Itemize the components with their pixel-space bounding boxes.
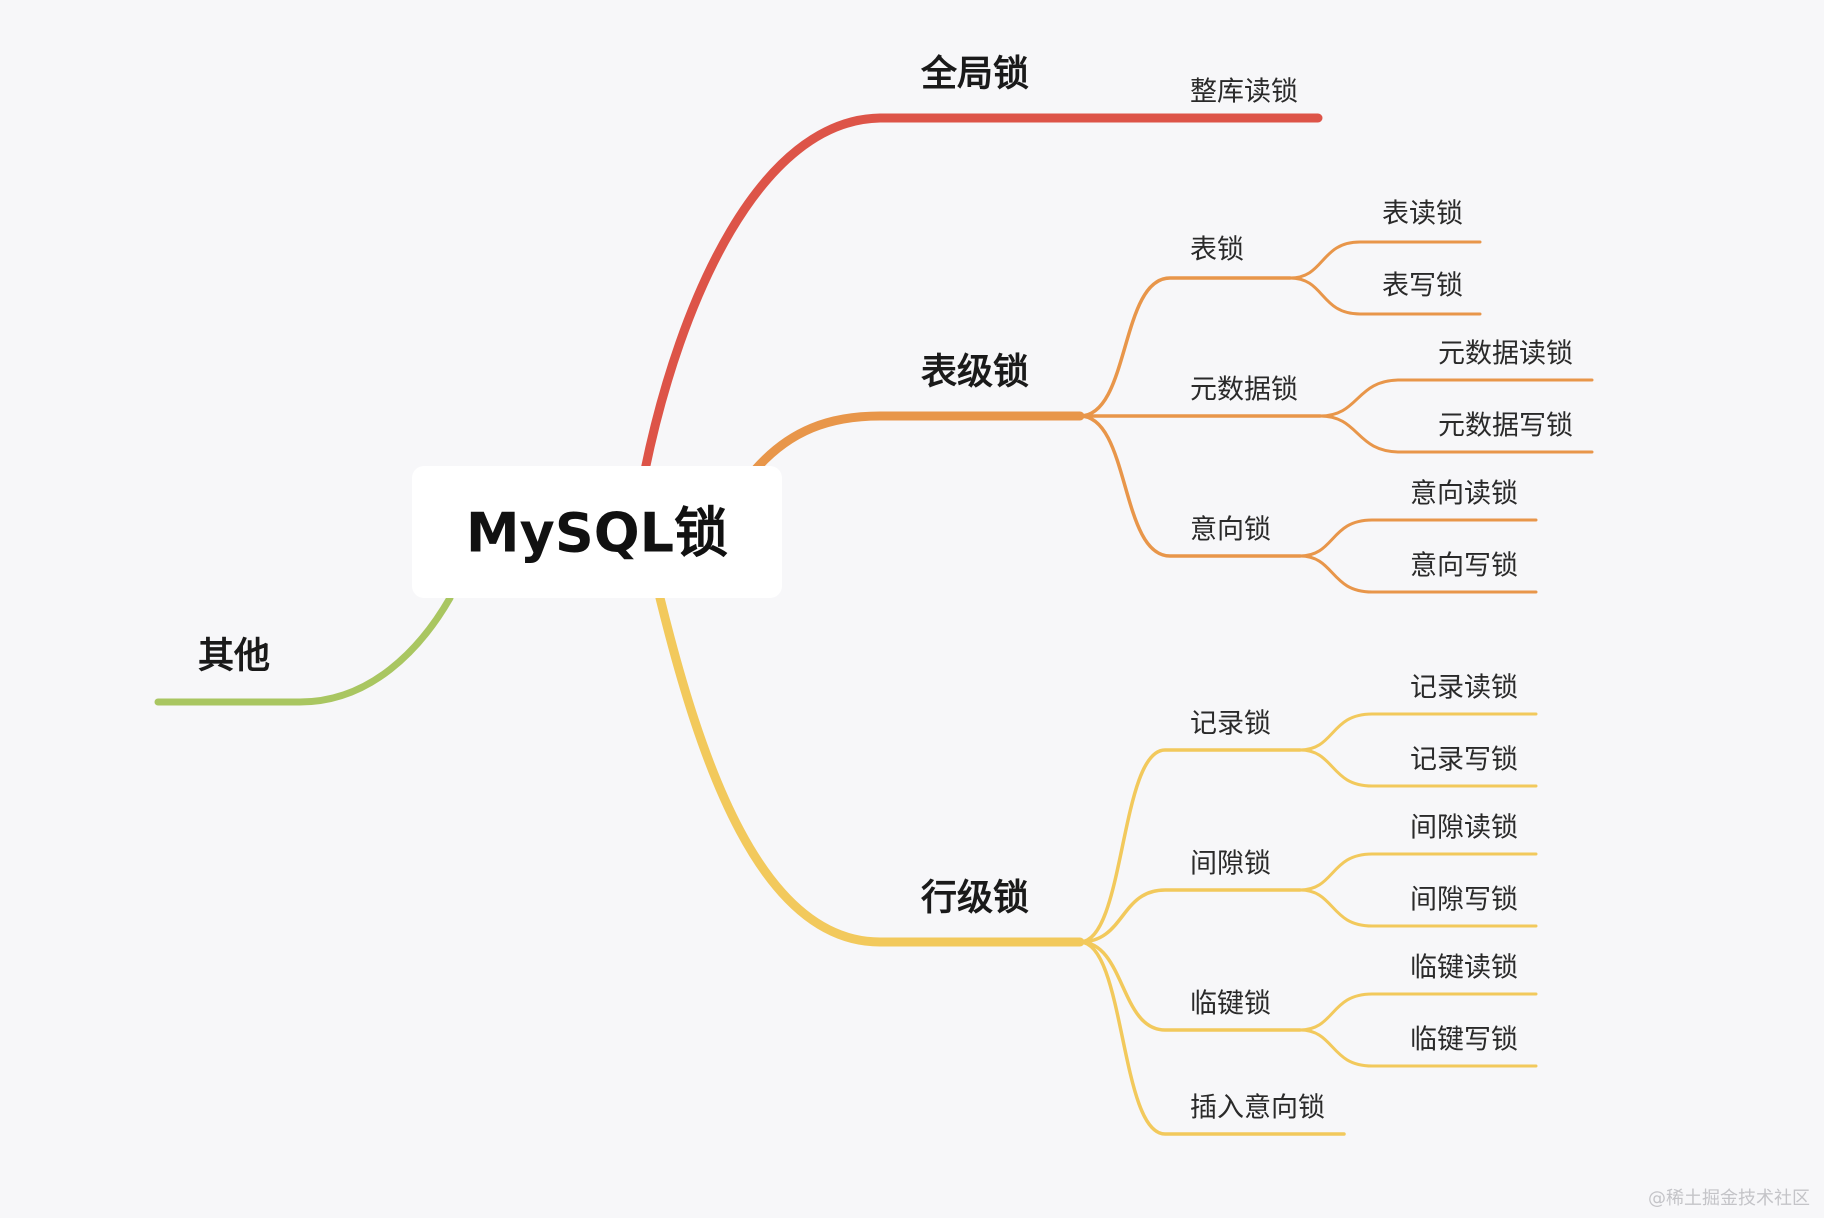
connector-tablelock-read [1288, 240, 1482, 280]
connector-root-row [655, 593, 1085, 947]
connector-table-intent [1078, 414, 1302, 558]
node-next-key-write-lock[interactable]: 临键写锁 [1410, 1025, 1518, 1056]
watermark: @稀土掘金技术社区 [1648, 1188, 1810, 1209]
connector-table-tablelock [1078, 276, 1292, 418]
connector-root-table [750, 411, 1085, 475]
connector-layer [154, 113, 1594, 1136]
connector-row-insertintent [1078, 940, 1346, 1136]
node-intent-lock[interactable]: 意向锁 [1190, 515, 1271, 546]
branch-row-lock-label[interactable]: 行级锁 [921, 878, 1029, 919]
connector-record-read [1298, 712, 1538, 752]
connector-row-nextkey [1078, 940, 1302, 1032]
connector-row-gap [1078, 888, 1302, 944]
node-next-key-read-lock[interactable]: 临键读锁 [1410, 953, 1518, 984]
connector-tablelock-write [1288, 276, 1482, 316]
root-node-box [412, 466, 782, 598]
node-gap-lock[interactable]: 间隙锁 [1190, 849, 1271, 880]
node-metadata-read-lock[interactable]: 元数据读锁 [1438, 339, 1573, 370]
connector-record-write [1298, 748, 1538, 788]
connector-gap-read [1298, 852, 1538, 892]
node-next-key-lock[interactable]: 临键锁 [1190, 989, 1271, 1020]
node-gap-read-lock[interactable]: 间隙读锁 [1410, 813, 1518, 844]
node-table-lock[interactable]: 表锁 [1190, 235, 1244, 266]
root-node-label: MySQL锁 [466, 502, 728, 565]
node-insert-intent-lock[interactable]: 插入意向锁 [1190, 1093, 1325, 1124]
connector-metadata-read [1318, 378, 1594, 418]
connector-nextkey-write [1298, 1028, 1538, 1068]
node-record-lock[interactable]: 记录锁 [1190, 709, 1271, 740]
connector-nextkey-read [1298, 992, 1538, 1032]
connector-intent-write [1298, 554, 1538, 594]
node-metadata-lock[interactable]: 元数据锁 [1190, 375, 1298, 406]
connector-intent-read [1298, 518, 1538, 558]
node-metadata-write-lock[interactable]: 元数据写锁 [1438, 411, 1573, 442]
branch-other-label[interactable]: 其他 [198, 636, 270, 677]
node-intent-read-lock[interactable]: 意向读锁 [1410, 479, 1518, 510]
connector-gap-write [1298, 888, 1538, 928]
root-node[interactable]: MySQL锁 [412, 466, 782, 598]
node-gap-write-lock[interactable]: 间隙写锁 [1410, 885, 1518, 916]
branch-table-lock-label[interactable]: 表级锁 [921, 352, 1029, 393]
connector-row-record [1078, 748, 1302, 944]
node-table-write-lock[interactable]: 表写锁 [1382, 271, 1463, 302]
node-whole-db-read-lock[interactable]: 整库读锁 [1190, 77, 1298, 108]
node-record-write-lock[interactable]: 记录写锁 [1410, 745, 1518, 776]
node-record-read-lock[interactable]: 记录读锁 [1410, 673, 1518, 704]
node-table-read-lock[interactable]: 表读锁 [1382, 199, 1463, 230]
branch-global-lock-label[interactable]: 全局锁 [920, 53, 1029, 95]
node-intent-write-lock[interactable]: 意向写锁 [1410, 551, 1518, 582]
connector-root-global [640, 113, 1323, 475]
connector-metadata-write [1318, 414, 1594, 454]
connector-root-other [154, 594, 454, 706]
